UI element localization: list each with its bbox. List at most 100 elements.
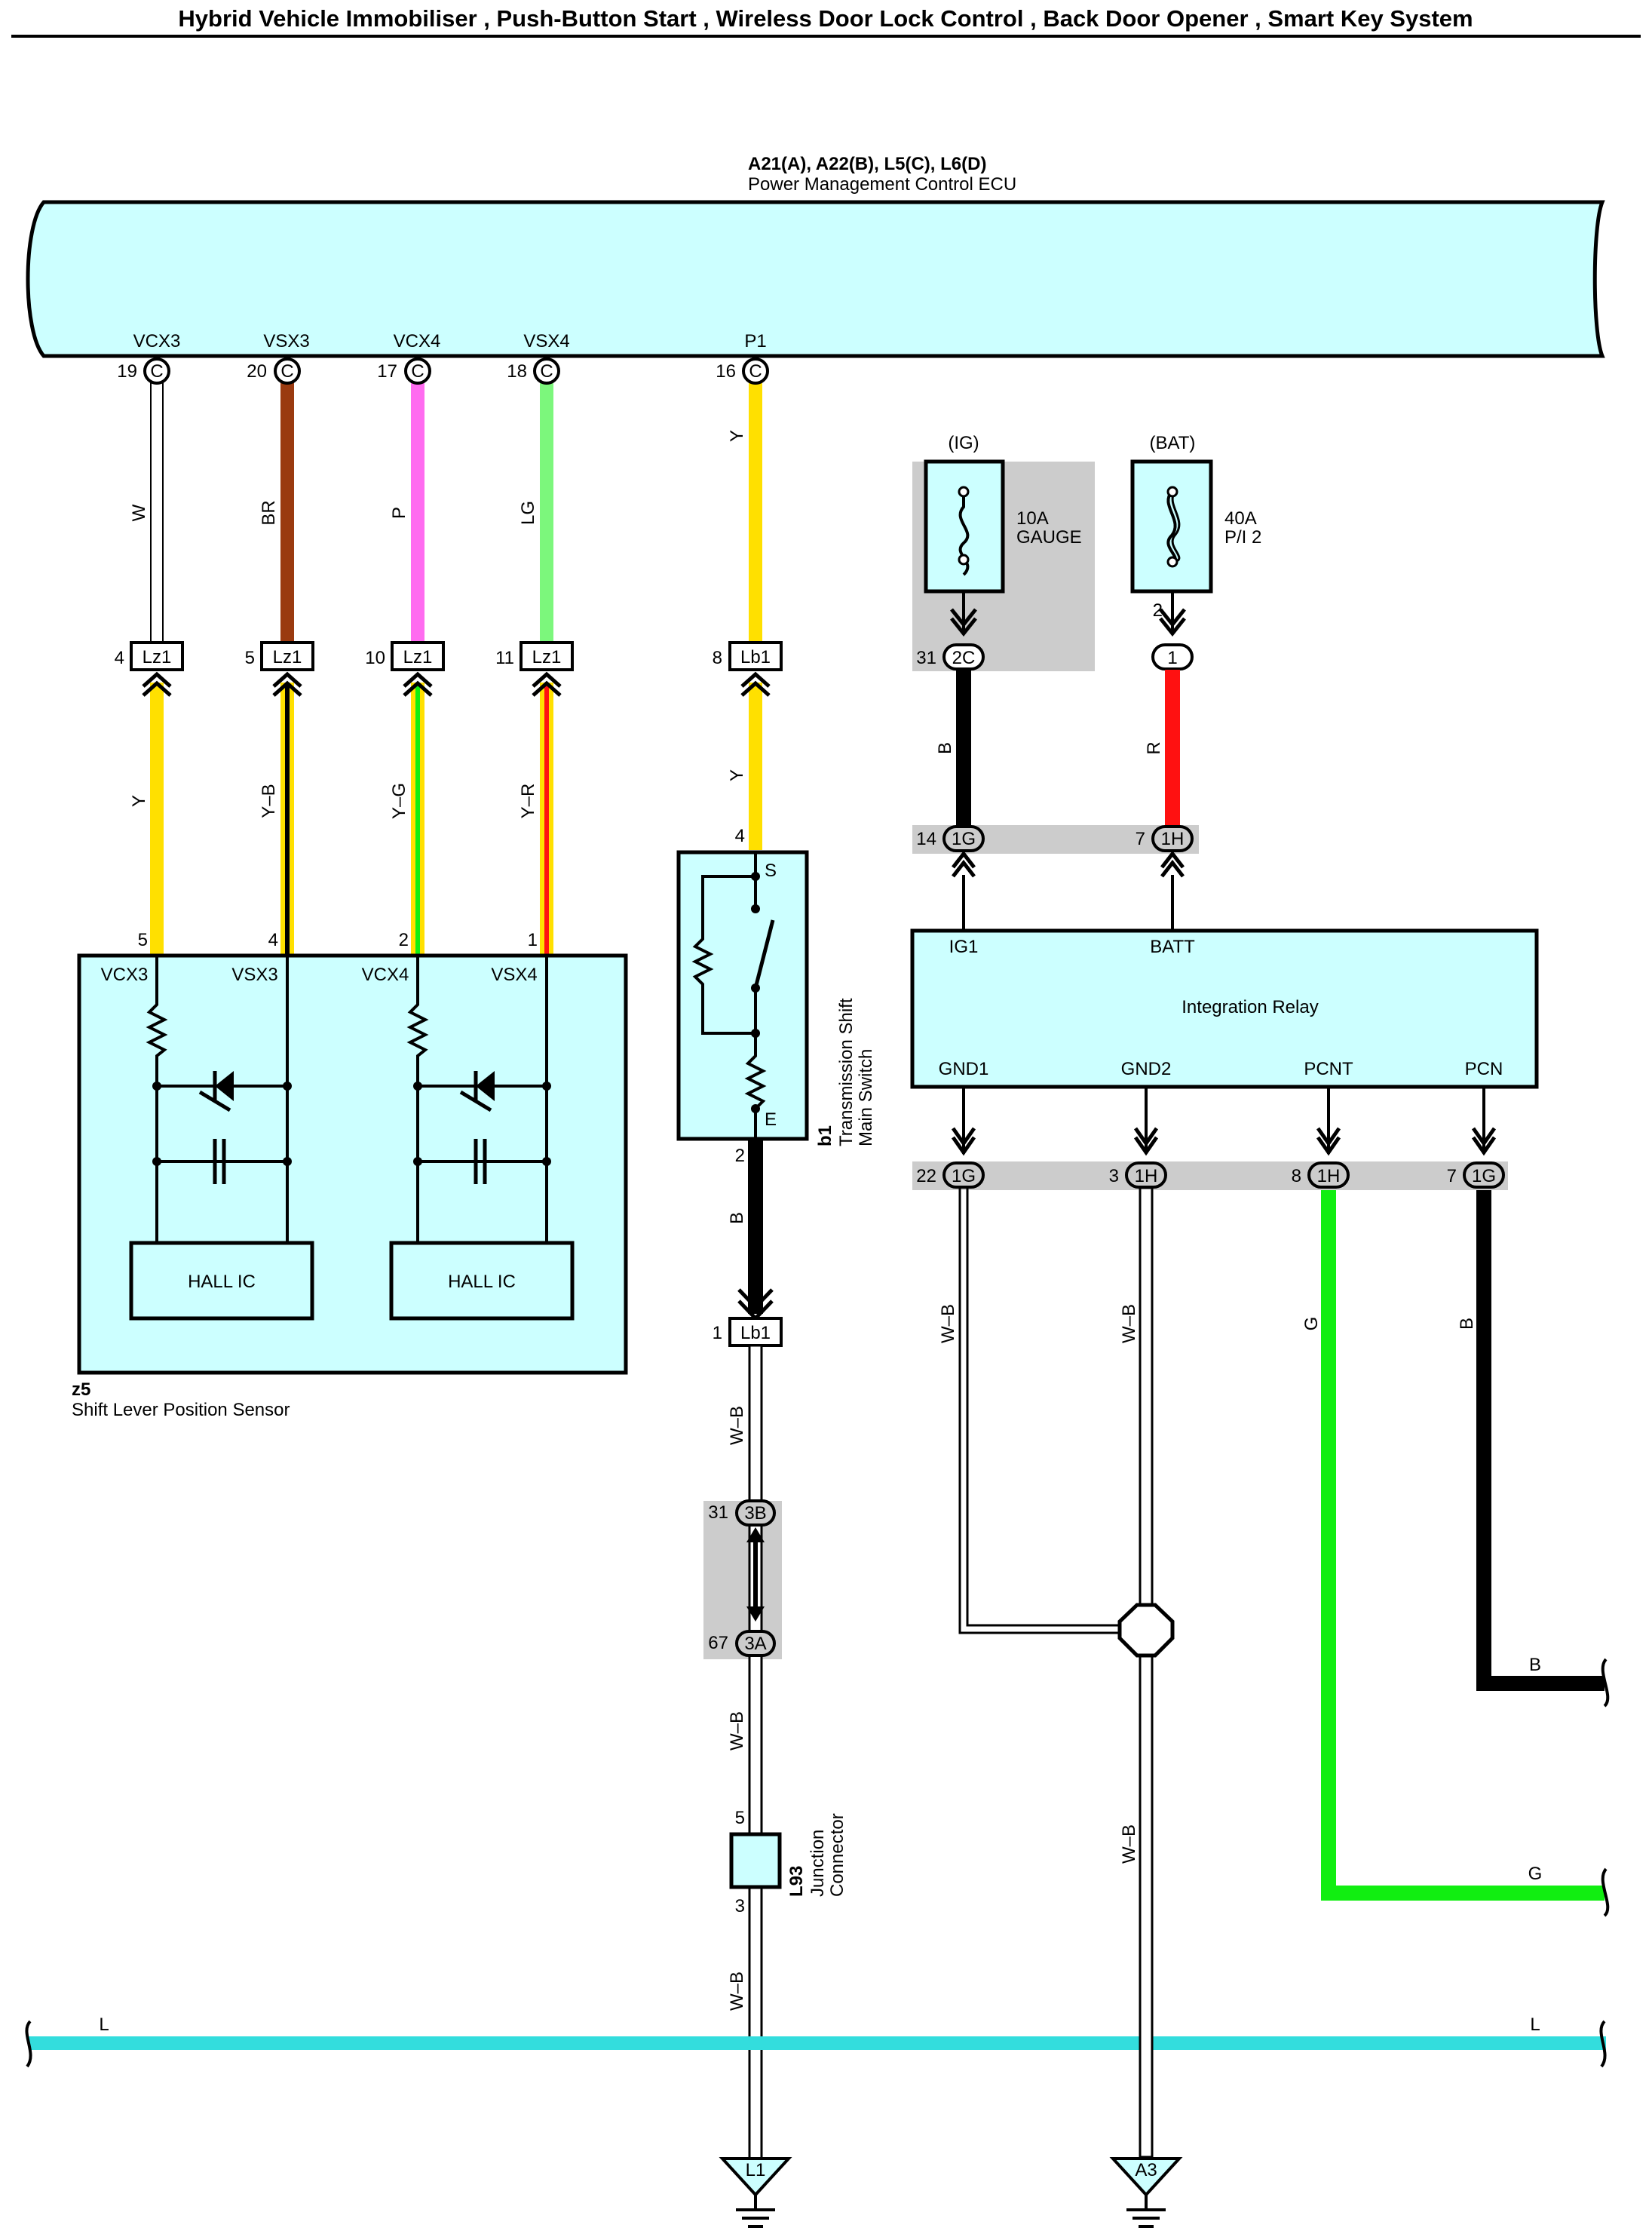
lb1-pin-number: 1: [713, 1323, 722, 1343]
junction-1-bottom-shade: [912, 1161, 1508, 1190]
tsw-s-label: S: [765, 861, 777, 881]
ecu-pin-number: 17: [377, 361, 397, 382]
wire-b-ig: [956, 670, 971, 826]
wire-label: Y: [727, 430, 747, 442]
wire-label: W–B: [727, 1406, 747, 1445]
wires-middle: [150, 683, 762, 954]
lz1-id: Lz1: [143, 647, 172, 667]
sensor-pin-number: 2: [399, 930, 409, 950]
j1-id: 1H: [1161, 829, 1185, 849]
j1-pin-number: 7: [1447, 1166, 1457, 1186]
ecu-pin-conn: C: [411, 361, 424, 382]
lb1-id: Lb1: [740, 1323, 771, 1343]
relay-gnd2: GND2: [1121, 1059, 1172, 1079]
fuse-ig-group: (IG): [948, 433, 979, 453]
lz1-id: Lz1: [403, 647, 433, 667]
j1-id: 1G: [1472, 1166, 1496, 1186]
junction-1-bottom: 22 1G 3 1H 8 1H 7 1G: [916, 1161, 1505, 1189]
wire-r-bat: [1165, 670, 1180, 826]
wire-label: P: [389, 507, 409, 519]
integration-relay: IG1 BATT Integration Relay GND1 GND2 PCN…: [910, 928, 1539, 1089]
lz1-pin-number: 10: [365, 648, 385, 668]
fuse-bat-group: (BAT): [1150, 433, 1196, 453]
fuse-bat-name: P/I 2: [1224, 527, 1261, 548]
sensor-pin-number: 1: [528, 930, 538, 950]
wire-label: W–B: [727, 1711, 747, 1751]
ecu-pin-number: 20: [247, 361, 267, 382]
lz1-connector: 4 Lz1: [115, 641, 184, 697]
ecu-pin: 19 C: [117, 357, 170, 385]
ecu-pin-label: VSX3: [263, 331, 309, 351]
bus-l: L L: [25, 2014, 1607, 2068]
relay-ig1: IG1: [949, 937, 979, 957]
fuse-ig-name: GAUGE: [1016, 527, 1082, 548]
l93-box: [729, 1832, 782, 1889]
relay-batt: BATT: [1150, 937, 1195, 957]
sensor-pin-label: VCX4: [362, 965, 409, 985]
junction-1-top: 14 1G 7 1H: [916, 825, 1194, 931]
ecu-pin-conn: C: [540, 361, 553, 382]
l93-name-2: Connector: [827, 1813, 847, 1897]
output-b: B: [1529, 1655, 1610, 1708]
wires-upper: [150, 380, 762, 647]
relay-box: [910, 928, 1539, 1089]
ecu-connectors: A21(A), A22(B), L5(C), L6(D): [748, 154, 986, 174]
ground-l1-label: L1: [746, 2160, 766, 2180]
wire-label: Y: [727, 769, 747, 781]
lz1-pin-number: 4: [115, 648, 124, 668]
wire-label: G: [1301, 1317, 1322, 1331]
j1-pin-number: 7: [1136, 829, 1145, 849]
ground-l1: L1: [719, 2157, 792, 2228]
lb1-connector-top: 8 Lb1: [713, 641, 783, 697]
lb1-pin-number: 8: [713, 648, 722, 668]
fuse-ig-rating: 10A: [1016, 508, 1049, 529]
sensor-pin-label: VSX4: [491, 965, 537, 985]
bus-label-left: L: [99, 2014, 109, 2035]
page-title: Hybrid Vehicle Immobiliser , Push-Button…: [178, 5, 1473, 32]
ecu-box: [26, 200, 1605, 358]
ecu-pin-label: VSX4: [523, 331, 569, 351]
lb1-id: Lb1: [740, 647, 771, 667]
lz1-id: Lz1: [273, 647, 302, 667]
wire-y-p1: [749, 381, 762, 646]
j1-id: 1G: [952, 829, 976, 849]
j1-pin-number: 14: [916, 829, 936, 849]
j3-id: 3A: [744, 1634, 766, 1654]
ecu-pin-conn: C: [150, 361, 163, 382]
wire-label: B: [727, 1212, 747, 1224]
wire-label: W–B: [1119, 1304, 1139, 1343]
wire-lg: [540, 381, 553, 646]
tsw-code: b1: [815, 1125, 835, 1146]
sensor-pin-label: VSX3: [231, 965, 277, 985]
lz1-id: Lz1: [532, 647, 562, 667]
ecu-pin-number: 18: [507, 361, 527, 382]
ecu-pin-number: 19: [117, 361, 137, 382]
fuse-ig: (IG) 10A GAUGE 31 2C: [912, 433, 1095, 671]
relay-gnd1: GND1: [939, 1059, 989, 1079]
j1-id: 1H: [1135, 1166, 1158, 1186]
ecu-pin-conn: C: [280, 361, 293, 382]
lz1-connector: 10 Lz1: [365, 641, 445, 697]
lz1-connectors: 4 Lz1 5 Lz1 10 Lz1 11 Lz1 8 Lb1: [115, 641, 783, 697]
j1-pin-number: 22: [916, 1166, 936, 1186]
output-b-label: B: [1529, 1655, 1541, 1675]
wire-label: Y–B: [259, 784, 279, 818]
relay-pcnt: PCNT: [1304, 1059, 1353, 1079]
tsw-name-2: Main Switch: [856, 1049, 876, 1146]
l93-code: L93: [786, 1866, 807, 1897]
j1-id: 1H: [1317, 1166, 1341, 1186]
j3-pin-number: 67: [708, 1633, 728, 1653]
sensor-name: Shift Lever Position Sensor: [72, 1400, 290, 1420]
wire-label: R: [1144, 741, 1164, 754]
wire-label: LG: [518, 501, 538, 525]
wire-labels-upper: W BR P LG Y: [129, 430, 747, 526]
lz1-connector: 5 Lz1: [245, 641, 314, 697]
wire-label: Y–R: [518, 784, 538, 819]
bus-label-right: L: [1530, 2014, 1540, 2035]
fuse-bat-box: [1130, 459, 1213, 594]
wire-labels-middle: Y Y–B Y–G Y–R Y: [129, 769, 747, 819]
lb1-connector-bottom: 1 Lb1: [713, 1317, 783, 1347]
ecu-pin-label: P1: [744, 331, 766, 351]
wire-b-switch: [748, 1140, 763, 1314]
